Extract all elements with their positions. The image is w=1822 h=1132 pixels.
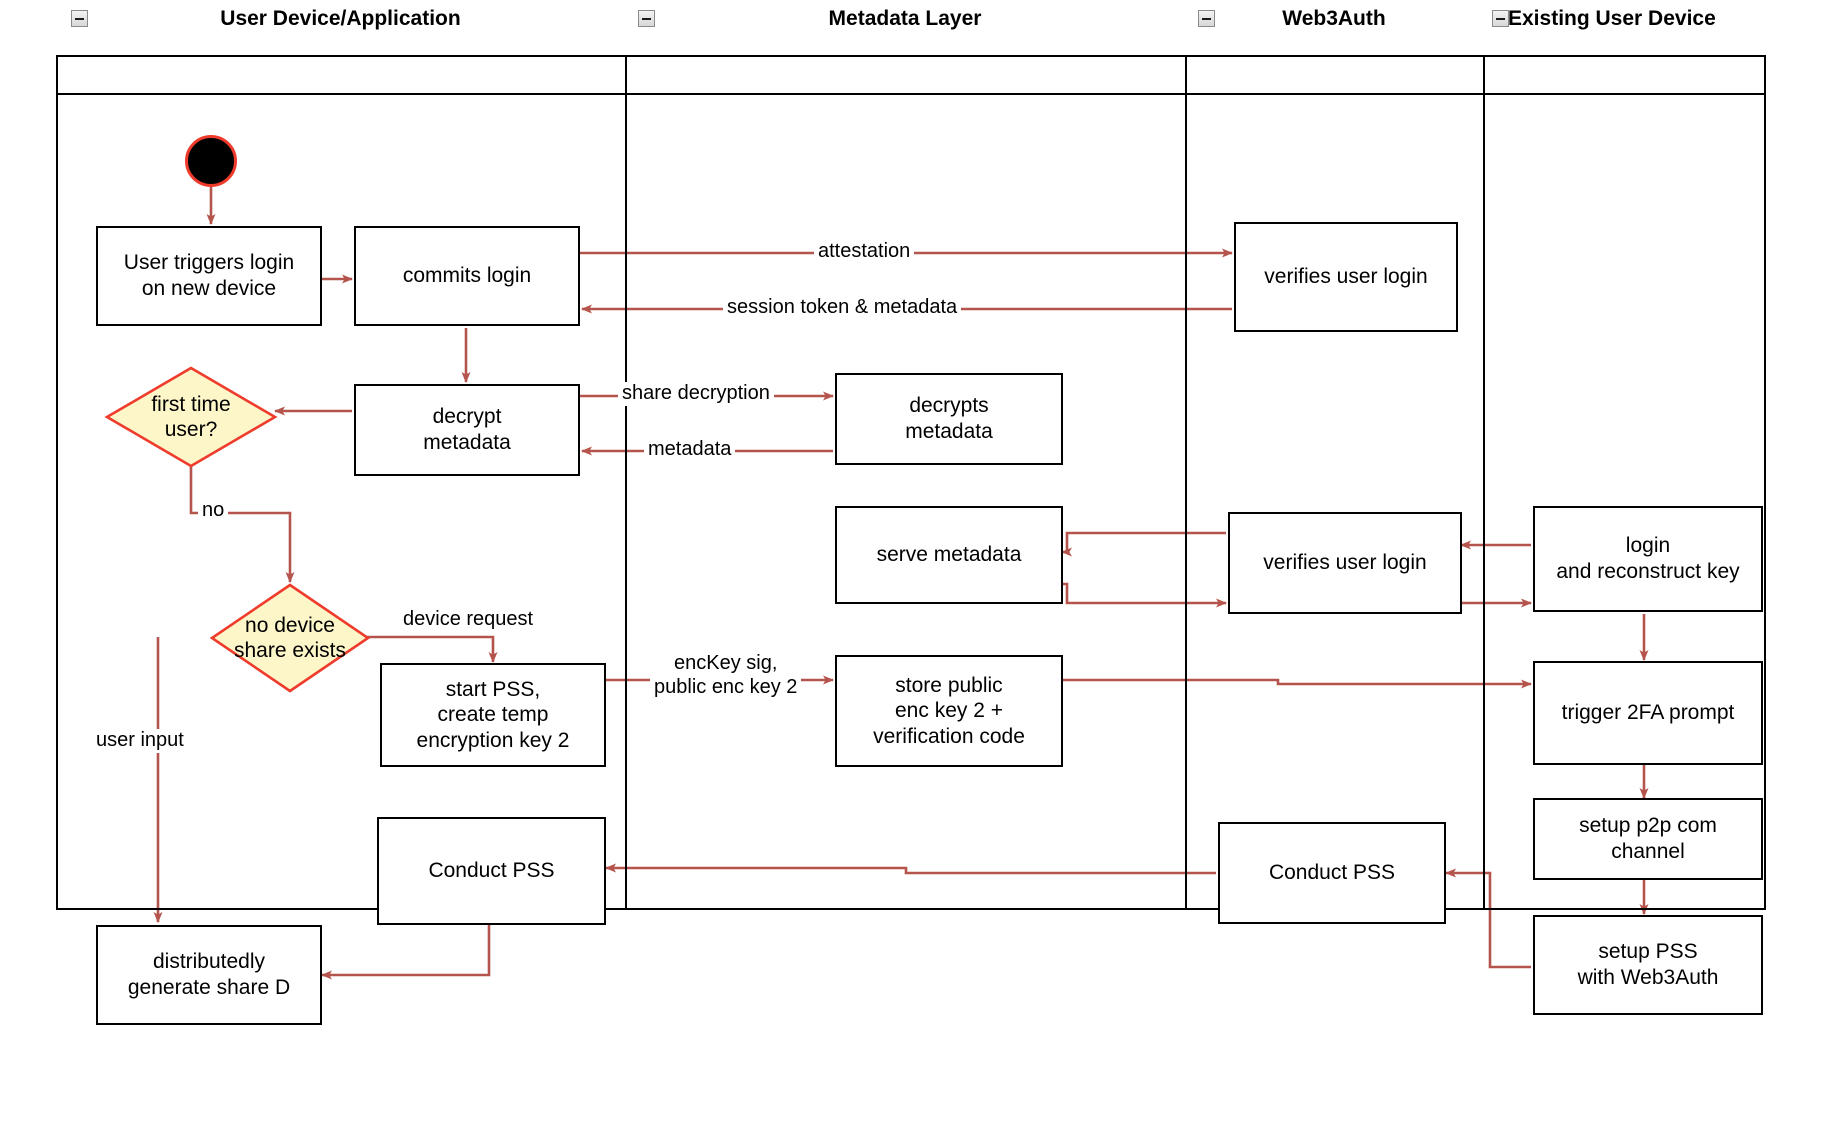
lane-divider-1	[625, 55, 627, 910]
node-serve-metadata[interactable]: serve metadata	[835, 506, 1063, 604]
swimlane-header-row	[58, 57, 1764, 95]
lane-collapse-icon-user-device[interactable]	[71, 10, 88, 27]
node-setup-pss-with-web3auth[interactable]: setup PSS with Web3Auth	[1533, 915, 1763, 1015]
lane-collapse-icon-metadata-layer[interactable]	[638, 10, 655, 27]
lane-title-user-device: User Device/Application	[220, 7, 461, 30]
edge-label-no: no	[198, 499, 229, 523]
diamond-shape	[104, 366, 278, 468]
node-no-device-share-exists[interactable]: no device share exists	[209, 583, 371, 693]
swimlane-frame	[56, 55, 1766, 910]
node-first-time-user-label: first time user?	[151, 392, 231, 441]
edge-label-attestation: attestation	[814, 240, 915, 264]
node-verifies-user-login-second[interactable]: verifies user login	[1228, 512, 1462, 614]
node-user-triggers-login[interactable]: User triggers login on new device	[96, 226, 322, 326]
node-setup-p2p-com-channel[interactable]: setup p2p com channel	[1533, 798, 1763, 880]
edge-label-share-decryption: share decryption	[618, 382, 774, 406]
diamond-shape	[209, 583, 371, 693]
edge-label-session-token-metadata: session token & metadata	[723, 296, 962, 320]
node-verifies-user-login-top[interactable]: verifies user login	[1234, 222, 1458, 332]
node-start-pss[interactable]: start PSS, create temp encryption key 2	[380, 663, 606, 767]
edge-label-enckey-sig: encKey sig, public enc key 2	[650, 652, 802, 700]
node-no-device-share-exists-label: no device share exists	[233, 613, 347, 662]
lane-title-web3auth: Web3Auth	[1282, 7, 1386, 30]
node-login-and-reconstruct-key[interactable]: login and reconstruct key	[1533, 506, 1763, 612]
edge-label-metadata: metadata	[644, 438, 736, 462]
lane-collapse-icon-web3auth[interactable]	[1198, 10, 1215, 27]
node-commits-login[interactable]: commits login	[354, 226, 580, 326]
node-conduct-pss-web3auth[interactable]: Conduct PSS	[1218, 822, 1446, 924]
node-trigger-2fa-prompt[interactable]: trigger 2FA prompt	[1533, 661, 1763, 765]
lane-title-existing-user-device: Existing User Device	[1508, 7, 1716, 30]
node-decrypts-metadata[interactable]: decrypts metadata	[835, 373, 1063, 465]
edge-label-user-input: user input	[92, 729, 188, 753]
lane-title-metadata-layer: Metadata Layer	[828, 7, 982, 30]
lane-divider-2	[1185, 55, 1187, 910]
edge-label-device-request: device request	[399, 608, 538, 632]
lane-collapse-icon-existing-user-device[interactable]	[1492, 10, 1509, 27]
node-store-public-enc-key[interactable]: store public enc key 2 + verification co…	[835, 655, 1063, 767]
node-conduct-pss-user-device[interactable]: Conduct PSS	[377, 817, 606, 925]
start-node	[185, 135, 237, 187]
node-decrypt-metadata[interactable]: decrypt metadata	[354, 384, 580, 476]
node-distributedly-generate-share-d[interactable]: distributedly generate share D	[96, 925, 322, 1025]
lane-divider-3	[1483, 55, 1485, 910]
node-first-time-user[interactable]: first time user?	[104, 366, 278, 468]
edge-conduct-pss-to-generate-share-d	[321, 925, 491, 980]
